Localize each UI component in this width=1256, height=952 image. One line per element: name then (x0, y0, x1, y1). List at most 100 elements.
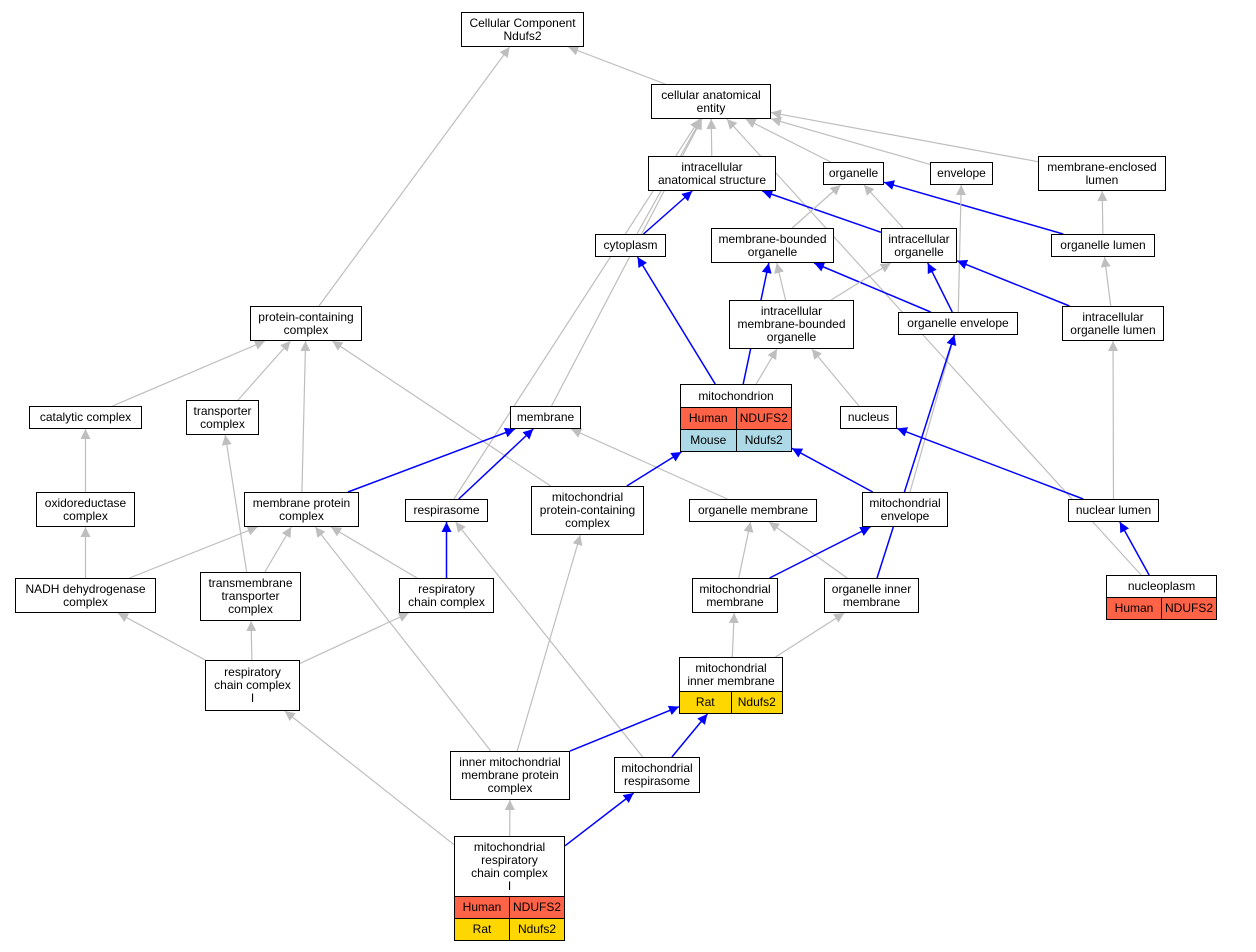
annotation-row: Rat Ndufs2 (680, 691, 782, 713)
edge-ias-to-cae (706, 118, 717, 157)
gene-cell: Ndufs2 (735, 430, 792, 451)
edge-oim-to-om (768, 521, 848, 579)
edge-mrcc1-to-rcc1 (284, 710, 455, 846)
node-organelle-membrane[interactable]: organelle membrane (689, 499, 817, 522)
edge-cae-to-cc_root (568, 45, 666, 85)
gene-cell: Ndufs2 (509, 919, 564, 940)
edge-mbo-to-organelle (791, 184, 841, 229)
edge-catalytic-to-pcc (112, 340, 266, 407)
annotation-row: Rat Ndufs2 (455, 918, 564, 940)
edge-iol-to-ol (1100, 256, 1112, 307)
edge-nucleoplasm-to-nl (1119, 521, 1150, 576)
edge-imm_pc-to-mim (569, 705, 680, 752)
edge-nadh-to-mpc (129, 526, 258, 579)
node-envelope[interactable]: envelope (930, 162, 993, 185)
edge-mpcc-to-pcc (332, 340, 551, 487)
species-cell: Mouse (690, 433, 727, 447)
edge-mim-to-oim (775, 612, 845, 658)
node-organelle-lumen[interactable]: organelle lumen (1051, 234, 1155, 257)
node-cytoplasm[interactable]: cytoplasm (595, 234, 666, 257)
edge-mel-to-cae (770, 109, 1039, 163)
edge-io-to-organelle (863, 184, 904, 229)
edge-oe-to-envelope (955, 184, 966, 313)
edge-organelle-to-cae (745, 118, 832, 163)
edge-imm_pc-to-mpc (314, 526, 492, 752)
node-catalytic-complex[interactable]: catalytic complex (29, 406, 142, 429)
edge-imm_pc-to-mpcc (516, 534, 583, 752)
edge-ol-to-organelle (883, 180, 1064, 235)
node-respirasome[interactable]: respirasome (405, 499, 488, 522)
edge-rcc-to-mpc (330, 526, 418, 579)
node-label: mitochondrion (698, 388, 774, 403)
edge-menv-to-mitochondrion (791, 447, 874, 493)
edge-nl-to-nucleus (896, 427, 1084, 500)
edge-ol-to-mel (1097, 190, 1108, 235)
edge-oim-to-oe (876, 334, 957, 579)
edge-nucleus-to-imbo (811, 348, 860, 407)
species-cell: Human (462, 900, 502, 914)
node-mitochondrion[interactable]: mitochondrion Human NDUFS2 Mouse Ndufs2 (680, 384, 792, 452)
edge-oe-to-mbo (813, 262, 931, 313)
gene-cell: NDUFS2 (1161, 598, 1216, 619)
node-organelle-envelope[interactable]: organelle envelope (898, 312, 1018, 335)
edge-mpcc-to-mitochondrion (626, 451, 682, 487)
node-label: nucleoplasm (1127, 579, 1196, 593)
edge-iol-to-io (956, 259, 1070, 307)
node-organelle[interactable]: organelle (823, 162, 884, 185)
node-nuclear-lumen[interactable]: nuclear lumen (1068, 499, 1159, 522)
edge-mpc-to-pcc (300, 340, 311, 493)
edge-oe-to-io (927, 262, 953, 313)
edge-envelope-to-cae (770, 116, 931, 166)
edge-imbo-to-io (830, 262, 892, 301)
edge-mresp-to-mim (671, 713, 709, 758)
gene-cell: Ndufs2 (730, 692, 783, 713)
edge-mim-to-mm (728, 612, 739, 658)
edge-respirasome-to-membrane (458, 428, 534, 500)
species-cell: Rat (472, 922, 492, 936)
edge-om-to-membrane (570, 428, 728, 500)
edge-pcc-to-cc_root (318, 46, 511, 307)
edge-rcc1-to-rcc (299, 612, 410, 665)
edge-io-to-ias (762, 189, 882, 233)
species-cell: Rat (695, 695, 715, 709)
edge-imbo-to-mbo (774, 262, 787, 301)
edge-ttc-to-mpc (264, 526, 292, 573)
edge-mitochondrion-to-imbo (755, 348, 778, 385)
node-membrane[interactable]: membrane (510, 406, 581, 429)
edge-mrcc1-to-mresp (564, 792, 635, 847)
edge-mm-to-om (738, 521, 754, 579)
gene-cell: NDUFS2 (509, 897, 564, 918)
annotation-row: Mouse Ndufs2 (681, 429, 791, 451)
edge-rcc1-to-nadh (117, 612, 206, 661)
node-nucleoplasm[interactable]: nucleoplasm Human NDUFS2 (1106, 575, 1217, 620)
annotation-row: Human NDUFS2 (455, 896, 564, 918)
node-nucleus[interactable]: nucleus (840, 406, 897, 429)
species-cell: Human (688, 411, 728, 425)
